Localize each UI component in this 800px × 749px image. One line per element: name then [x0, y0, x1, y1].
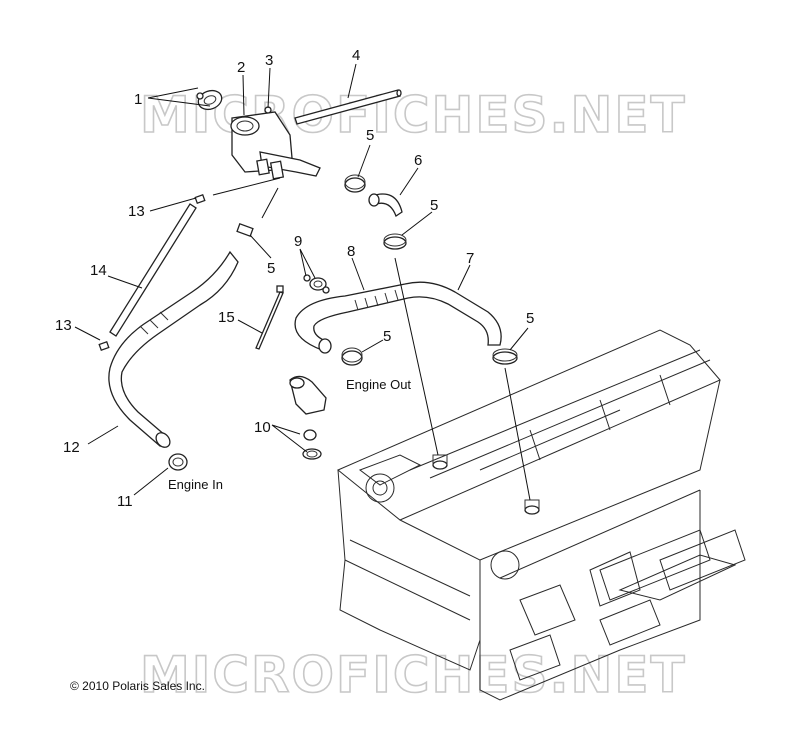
part-cable-tie [255, 285, 284, 350]
part-engine-out-hose [294, 281, 502, 354]
part-plug-upper [194, 193, 206, 205]
callout-3: 3 [265, 52, 273, 69]
callout-15: 15 [218, 309, 235, 326]
watermark-bottom: MICROFICHES.NET [140, 646, 687, 704]
part-vent-tube [294, 89, 402, 125]
part-engine-in-clamp [168, 453, 188, 471]
callout-5-right: 5 [526, 310, 534, 327]
callout-7: 7 [466, 250, 474, 267]
part-hose-clamp-small [236, 223, 254, 237]
part-plug-lower [98, 340, 110, 352]
watermark-top: MICROFICHES.NET [140, 86, 687, 144]
callout-2: 2 [237, 59, 245, 76]
part-hose-clamp-mid [383, 233, 407, 250]
part-elbow-hose [368, 193, 403, 217]
callout-11: 11 [117, 493, 133, 510]
callout-13-upper: 13 [128, 203, 145, 220]
callout-14: 14 [90, 262, 107, 279]
part-engine-in-hose [108, 250, 239, 448]
callout-1: 1 [134, 91, 142, 108]
callout-5-lower: 5 [383, 328, 391, 345]
callout-5-small: 5 [267, 260, 275, 277]
callout-5-mid: 5 [430, 197, 438, 214]
part-bypass-tube [109, 203, 197, 337]
callout-8: 8 [347, 243, 355, 260]
part-outlet-fitting [289, 375, 327, 460]
label-engine-in: Engine In [168, 477, 223, 492]
copyright-notice: © 2010 Polaris Sales Inc. [70, 679, 205, 693]
callout-5-top: 5 [366, 127, 374, 144]
part-hose-clamp-right [492, 348, 518, 365]
part-hose-clamp-top [344, 174, 366, 193]
part-gasket [196, 89, 223, 111]
part-clamp-assembly [303, 274, 330, 294]
callout-13-lower: 13 [55, 317, 72, 334]
chassis-tunnel-assembly [337, 329, 746, 701]
callout-6: 6 [414, 152, 422, 169]
part-hose-clamp-lower [341, 347, 363, 366]
label-engine-out: Engine Out [346, 377, 411, 392]
callout-12: 12 [63, 439, 80, 456]
part-thermostat-housing [230, 106, 321, 180]
callout-4: 4 [352, 47, 360, 64]
leader-lines [74, 63, 531, 501]
callout-9: 9 [294, 233, 302, 250]
callout-10: 10 [254, 419, 271, 436]
